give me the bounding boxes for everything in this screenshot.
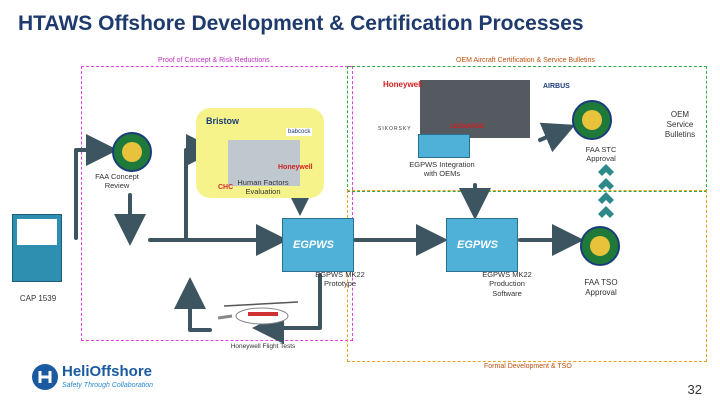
oem-service-bulletins-label: OEM Service Bulletins	[664, 110, 696, 139]
helioffshore-name: HeliOffshore	[62, 363, 153, 380]
arrow-cap-to-concept	[74, 134, 118, 240]
proof-region-label: Proof of Concept & Risk Reductions	[158, 57, 270, 64]
leonardo-logo: LEONARDO	[450, 124, 485, 130]
airbus-logo: AIRBUS	[543, 83, 570, 90]
faa-seal-tso	[580, 226, 620, 266]
sikorsky-logo: SIKORSKY	[378, 126, 412, 132]
oem-certification-region	[347, 66, 707, 192]
faa-tso-label: FAA TSO Approval	[584, 278, 618, 297]
babcock-logo: babcock	[286, 128, 313, 136]
chevron-stack	[598, 164, 614, 218]
cap-1539-label: CAP 1539	[19, 294, 57, 303]
chc-logo: CHC	[218, 184, 234, 191]
cap-document-thumbnail	[12, 214, 62, 282]
egpws-unit-integration	[418, 134, 470, 158]
egpws-integration-label: EGPWS Integration with OEMs	[409, 160, 475, 179]
flight-tests-label: Honeywell Flight Tests	[230, 343, 296, 350]
helioffshore-tagline: Safety Through Collaboration	[62, 382, 154, 389]
egpws-prototype-unit: EGPWS	[282, 218, 354, 272]
honeywell-logo-oem: Honeywell	[383, 80, 423, 89]
arrow-integration-to-stc	[538, 122, 576, 153]
oem-region-label: OEM Aircraft Certification & Service Bul…	[456, 57, 595, 64]
faa-seal-stc	[572, 100, 612, 140]
formal-development-region	[347, 190, 707, 362]
proof-of-concept-region	[81, 66, 353, 341]
honeywell-logo-hf: Honeywell	[278, 164, 313, 171]
formal-region-label: Formal Development & TSO	[484, 363, 572, 370]
arrow-flight-to-row	[174, 277, 212, 332]
bristow-logo: Bristow	[206, 116, 240, 126]
helicopter-image	[217, 296, 302, 330]
faa-concept-review-label: FAA Concept Review	[95, 172, 139, 191]
slide-title: HTAWS Offshore Development & Certificati…	[18, 12, 584, 35]
helioffshore-logo	[32, 364, 58, 390]
egpws-production-unit: EGPWS	[446, 218, 518, 272]
page-number: 32	[687, 382, 702, 397]
human-factors-label: Human Factors Evaluation	[237, 178, 289, 197]
egpws-production-label: EGPWS MK22 Production Software	[482, 270, 532, 298]
egpws-prototype-label: EGPWS MK22 Prototype	[315, 270, 365, 289]
human-factors-photo	[228, 140, 300, 186]
faa-stc-label: FAA STC Approval	[585, 145, 617, 164]
cockpit-photo	[420, 80, 530, 138]
faa-seal-concept	[112, 132, 152, 172]
egpws-production-logo: EGPWS	[457, 239, 498, 251]
arrow-prototype-to-flight	[252, 273, 322, 344]
egpws-prototype-logo: EGPWS	[293, 239, 334, 251]
